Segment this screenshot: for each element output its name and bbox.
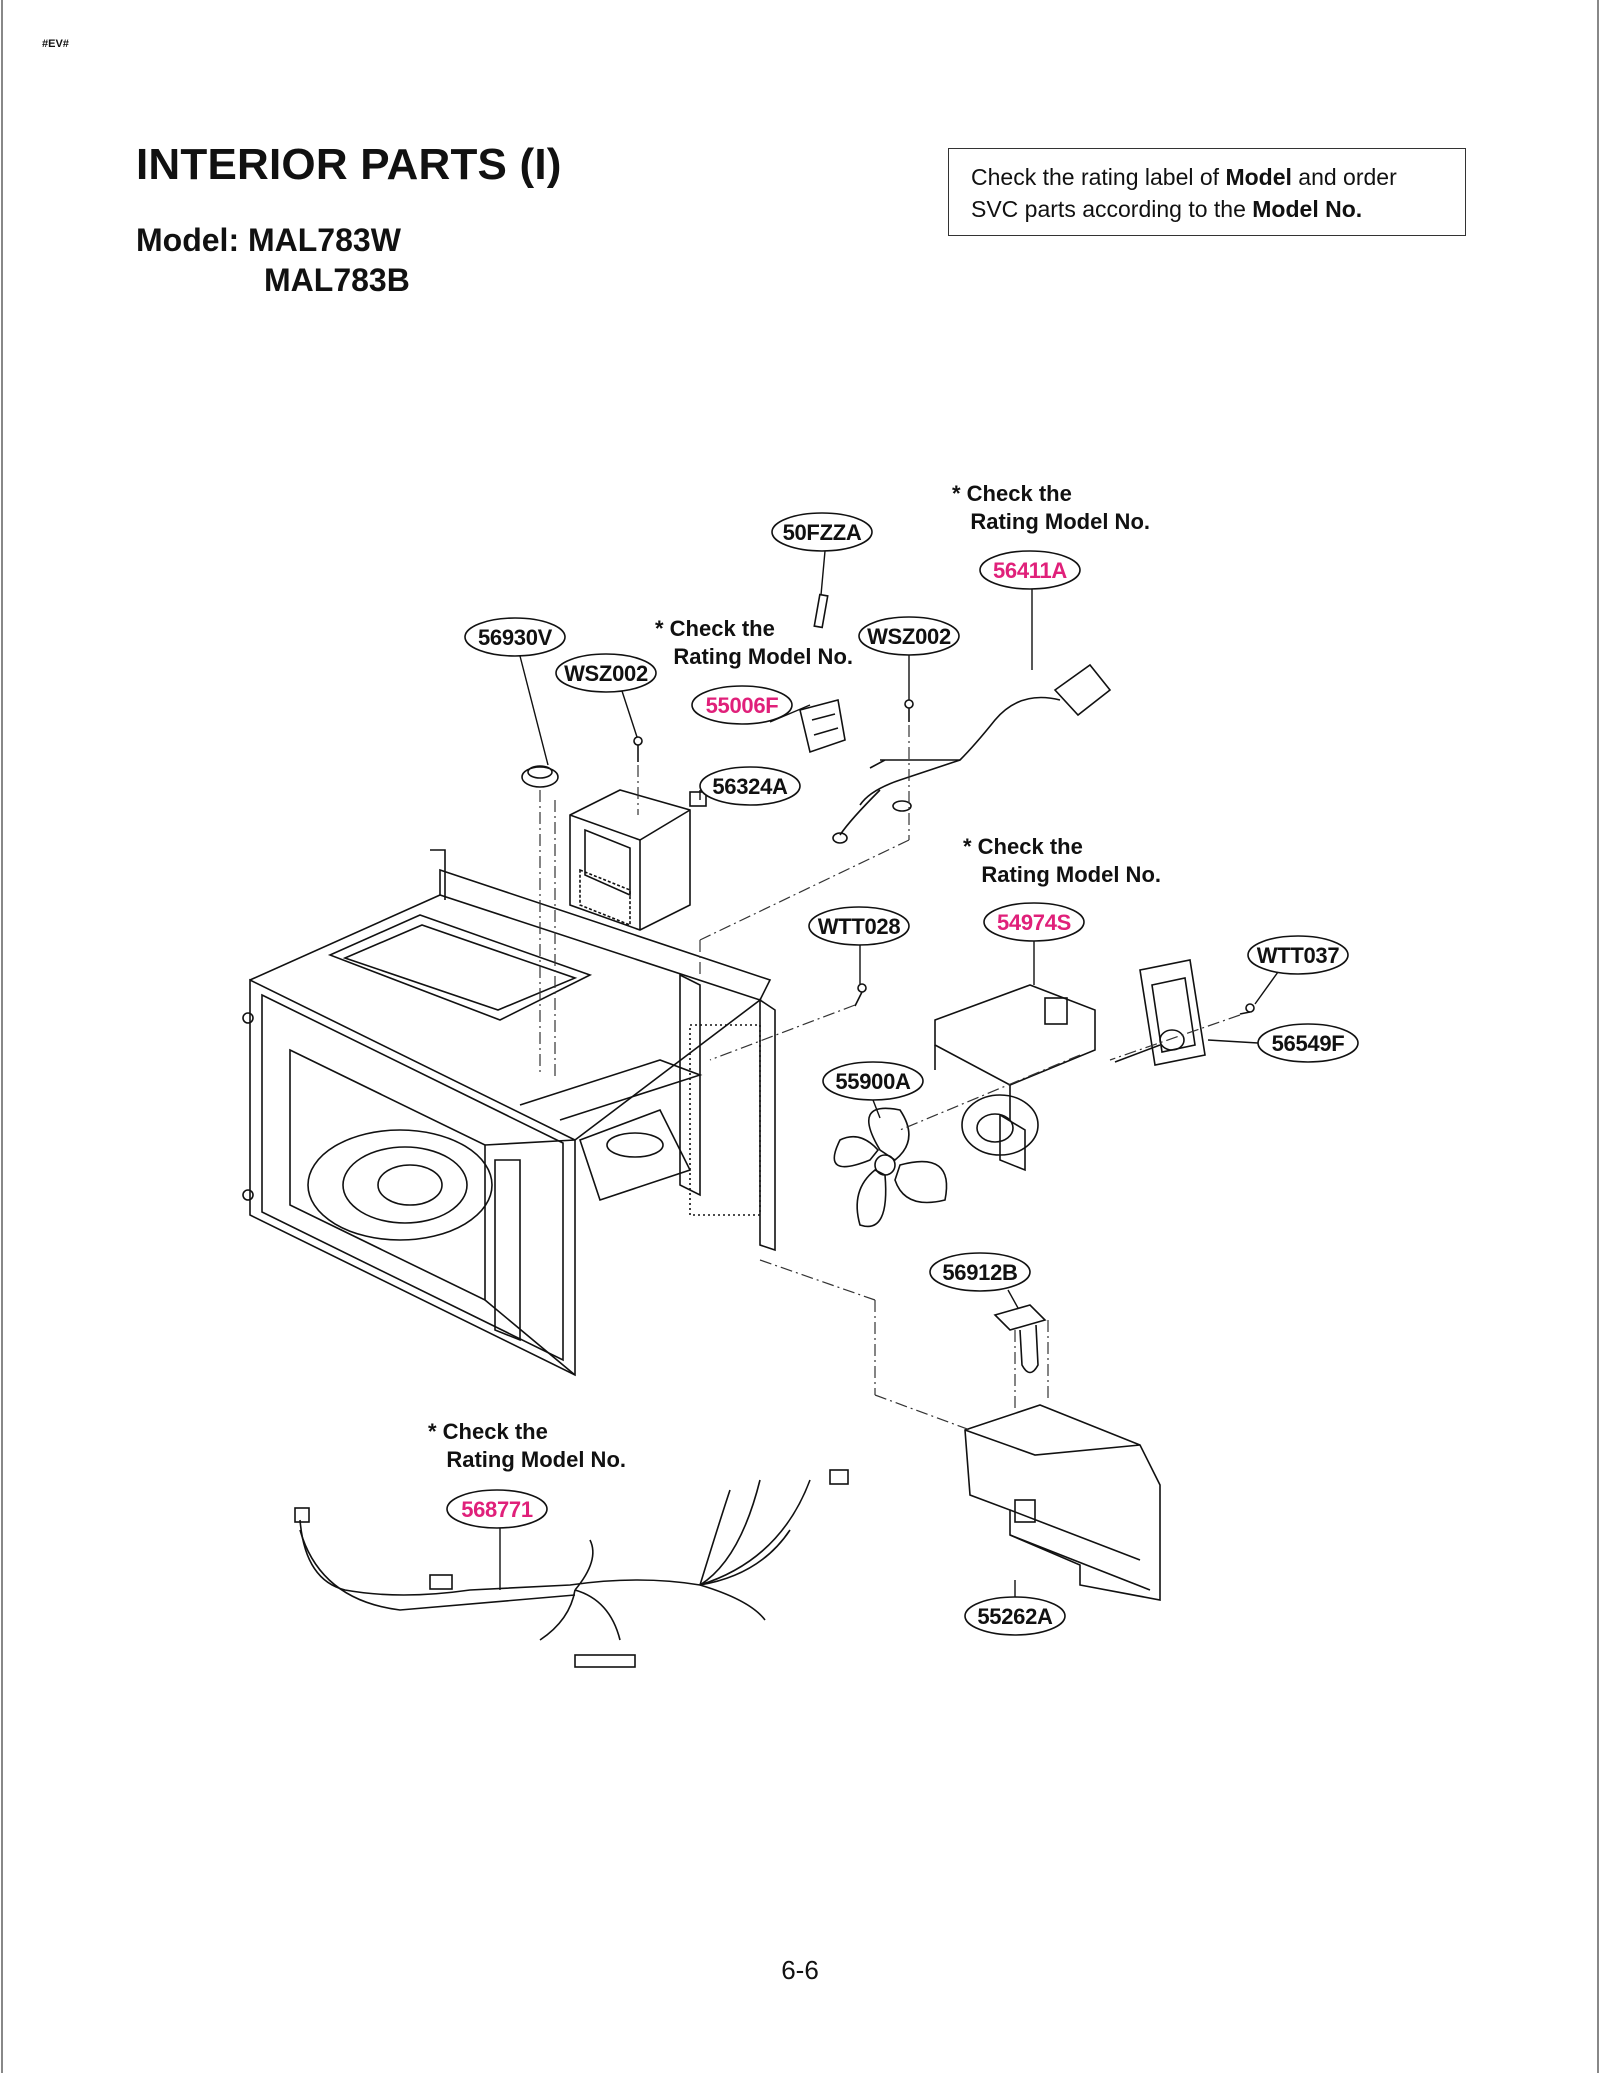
note-bold-model-no: Model No. xyxy=(1252,196,1363,222)
power-cord-drawing xyxy=(832,663,1112,844)
wire-harness-drawing xyxy=(294,1469,849,1668)
part-label-56549f: 56549F xyxy=(1271,1031,1345,1056)
note-text-1: Check the rating label of xyxy=(971,164,1226,190)
part-label-55006f: 55006F xyxy=(705,693,779,718)
model-line-2: MAL783B xyxy=(264,262,410,298)
screw-drawing-a xyxy=(633,736,643,762)
part-label-wtt028: WTT028 xyxy=(817,914,901,939)
screw-drawing-d xyxy=(1239,1003,1255,1015)
part-label-568771: 568771 xyxy=(461,1497,533,1522)
screw-drawing-c xyxy=(854,983,867,1007)
check-note-fuse-holder: * Check the Rating Model No. xyxy=(655,616,853,669)
air-guide-drawing xyxy=(964,1404,1161,1601)
part-label-wsz002-right: WSZ002 xyxy=(867,624,951,649)
part-label-56411a: 56411A xyxy=(992,558,1068,583)
part-label-54974s: 54974S xyxy=(996,910,1072,935)
check-note-motor-bracket: * Check the Rating Model No. xyxy=(963,834,1161,887)
part-label-wsz002-left: WSZ002 xyxy=(564,661,648,686)
part-label-50fzza: 50FZZA xyxy=(782,520,862,545)
page-number: 6-6 xyxy=(781,1955,819,1985)
part-label-55900a: 55900A xyxy=(835,1069,911,1094)
check-note-harness: * Check the Rating Model No. xyxy=(428,1419,626,1472)
part-label-56324a: 56324A xyxy=(712,774,788,799)
fuse-holder-drawing xyxy=(799,699,846,754)
rating-note-box: Check the rating label of Model and orde… xyxy=(948,148,1466,236)
fan-motor-drawing xyxy=(1114,959,1206,1066)
screw-drawing-b xyxy=(904,699,914,722)
header-tag: #EV# xyxy=(42,38,69,50)
check-note-power-cord: * Check the Rating Model No. xyxy=(952,481,1150,534)
thermostat-drawing xyxy=(521,766,559,788)
note-bold-model: Model xyxy=(1225,164,1292,190)
fan-blade-drawing xyxy=(833,1094,1039,1228)
part-label-56912b: 56912B xyxy=(942,1260,1018,1285)
model-line-1: Model: MAL783W xyxy=(136,222,401,258)
page-title: INTERIOR PARTS (I) xyxy=(136,140,562,189)
cavity-drawing xyxy=(242,849,776,1377)
fuse-drawing xyxy=(813,593,829,629)
lamp-drawing xyxy=(993,1304,1047,1374)
part-label-55262a: 55262A xyxy=(977,1604,1053,1629)
transformer-drawing xyxy=(569,789,707,931)
note-text-2: and order SVC parts according to the xyxy=(971,164,1397,222)
part-label-wtt037: WTT037 xyxy=(1256,943,1340,968)
motor-bracket-drawing xyxy=(934,984,1096,1172)
part-label-56930v: 56930V xyxy=(477,625,553,650)
